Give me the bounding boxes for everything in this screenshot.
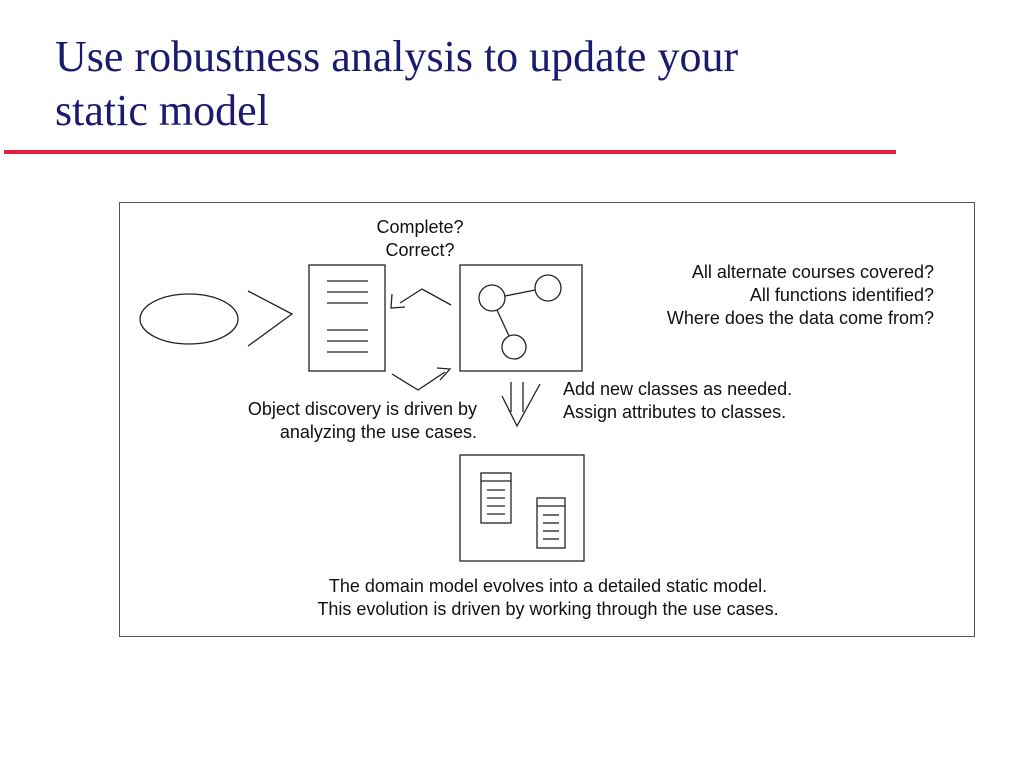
completeness-questions: Complete? Correct? [350,216,490,262]
robustness-diagram-icon [459,264,583,372]
question-alternate-courses: All alternate courses covered? [691,262,934,282]
slide-title-line-2: static model [55,86,269,135]
question-correct: Correct? [385,240,455,260]
slide-title: Use robustness analysis to update your s… [55,30,955,138]
question-data-source: Where does the data come from? [666,308,934,328]
chevron-right-icon [247,290,294,347]
arrow-to-robustness-icon [391,367,452,391]
discovery-line-2: analyzing the use cases. [279,422,477,442]
class-note-line-1: Add new classes as needed. [563,379,793,399]
title-underline [4,150,896,154]
static-model-icon [459,454,585,562]
question-functions: All functions identified? [749,285,934,305]
evolution-line-2: This evolution is driven by working thro… [317,599,779,619]
slide-title-line-1: Use robustness analysis to update your [55,32,739,81]
discovery-line-1: Object discovery is driven by [247,399,477,419]
class-note-line-2: Assign attributes to classes. [563,402,787,422]
class-update-note: Add new classes as needed. Assign attrib… [563,378,923,424]
use-case-text-document-icon [308,264,386,372]
arrow-to-document-icon [390,288,452,309]
class-box-icon [480,472,512,524]
use-case-ellipse-icon [139,293,239,345]
down-arrow-icon [501,382,541,428]
object-discovery-note: Object discovery is driven by analyzing … [150,398,477,444]
class-box-icon [536,497,566,549]
robustness-questions: All alternate courses covered? All funct… [560,261,934,330]
question-complete: Complete? [376,217,464,237]
evolution-note: The domain model evolves into a detailed… [200,575,896,621]
evolution-line-1: The domain model evolves into a detailed… [328,576,768,596]
